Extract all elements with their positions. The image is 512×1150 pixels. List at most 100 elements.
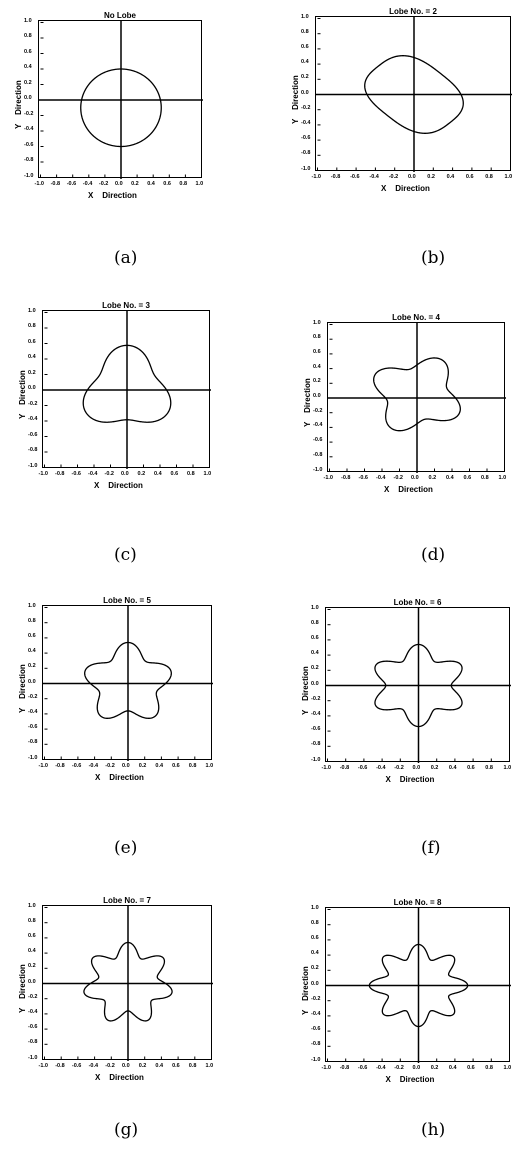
x-tick-label: -1.0 [321,1065,331,1071]
x-tick-label: -0.4 [376,765,386,771]
x-tick-label: 0.2 [137,471,146,477]
y-tick-label: 0.4 [311,650,319,657]
x-tick-label: -0.8 [55,1063,65,1069]
y-tick-label: 1.0 [28,602,36,609]
panel-caption: (a) [114,248,138,268]
x-tick-label: 1.0 [498,475,507,481]
plot-title: Lobe No. = 5 [100,596,154,605]
x-tick-label: -0.4 [88,763,99,769]
x-tick-label: -0.4 [376,1065,386,1071]
y-tick-label: 0.8 [311,619,319,626]
plot-frame-e [42,605,213,761]
y-tick-label: 0.4 [311,950,319,957]
y-tick-label: -0.6 [311,726,321,733]
y-axis-label: Y Direction [18,370,27,419]
x-tick-label: 1.0 [195,181,204,187]
x-axis-label: X Direction [88,191,137,200]
x-tick-label: 0.8 [485,174,493,180]
x-tick-label: -0.2 [105,1063,115,1069]
y-tick-label: 1.0 [28,307,36,314]
y-tick-label: -0.6 [311,1026,321,1033]
x-tick-label: -1.0 [34,181,44,187]
x-tick-label: -0.6 [66,181,77,187]
x-tick-label: 0.2 [131,181,139,187]
x-tick-label: 0.2 [138,1063,147,1069]
x-tick-label: -0.8 [55,763,65,769]
x-tick-label: 1.0 [203,471,212,477]
x-axis-label: X Direction [385,775,435,784]
x-tick-label: -0.2 [98,181,109,187]
y-tick-label: -1.0 [28,754,38,761]
x-axis-label: X Direction [94,481,143,490]
y-tick-label: -0.2 [311,695,321,702]
panel-caption: (h) [421,1120,446,1140]
y-tick-label: -0.8 [28,1039,38,1046]
x-tick-label: 0.0 [122,763,130,769]
x-tick-label: -0.2 [105,763,115,769]
plot-title: Lobe No. = 4 [389,313,443,322]
x-tick-label: 0.0 [121,471,129,477]
plot-title: Lobe No. = 3 [99,301,153,310]
plot-frame-c [42,310,211,469]
y-tick-label: -0.6 [28,1024,38,1031]
y-axis-label: Y Direction [301,965,310,1015]
y-tick-label: -0.2 [311,995,321,1002]
x-tick-label: 0.2 [430,765,439,771]
x-tick-label: -0.6 [350,174,360,180]
plot-frame-h [325,907,511,1063]
y-tick-label: -0.8 [313,451,323,458]
y-tick-label: 0.0 [28,385,36,391]
plot-frame-g [42,905,213,1061]
y-tick-label: 0.2 [28,663,36,670]
lobe-curve-a [80,68,162,148]
y-axis-label: Y Direction [14,80,23,129]
x-tick-label: 0.4 [154,471,162,477]
y-tick-label: -0.8 [24,157,34,163]
y-tick-label: 0.0 [28,978,36,985]
x-axis-label: X Direction [385,1075,435,1084]
plot-svg-f [326,608,511,763]
y-tick-label: -1.0 [311,1056,321,1063]
plot-title: Lobe No. = 6 [390,598,445,607]
plot-svg-d [328,323,506,473]
y-axis-label: Y Direction [18,963,27,1013]
x-tick-label: -1.0 [38,471,48,477]
x-tick-label: 0.0 [412,1065,421,1071]
x-tick-label: 0.6 [172,1063,180,1069]
plot-title: No Lobe [101,11,139,20]
x-tick-label: -0.4 [369,174,379,180]
y-tick-label: 0.2 [24,79,32,86]
x-tick-label: -1.0 [311,174,321,180]
y-tick-label: -0.4 [311,1010,321,1017]
y-tick-label: 0.0 [28,678,36,685]
x-tick-label: 0.0 [115,181,123,187]
x-tick-label: -1.0 [321,765,331,771]
y-tick-label: 0.4 [28,648,36,655]
panel-caption: (f) [421,838,441,858]
x-tick-label: -0.4 [376,475,386,481]
x-tick-label: 0.4 [448,1065,457,1071]
y-tick-label: -0.4 [28,1008,38,1015]
x-tick-label: -0.8 [55,471,65,477]
x-tick-label: 0.0 [408,174,416,180]
x-tick-label: 0.8 [188,1063,197,1069]
x-tick-label: -1.0 [38,763,48,769]
x-tick-label: -0.8 [50,181,61,187]
plot-frame-b [315,16,512,172]
y-tick-label: 0.8 [24,33,32,39]
x-tick-label: 0.8 [481,475,489,481]
x-tick-label: -0.2 [104,471,114,477]
lobe-curve-d [373,357,461,432]
x-tick-label: -0.8 [339,765,350,771]
y-axis-label: Y Direction [301,665,310,715]
y-tick-label: 0.4 [28,354,36,360]
plot-title: Lobe No. = 2 [386,7,440,16]
plot-svg-e [43,606,213,761]
y-tick-label: 0.8 [313,334,321,341]
y-tick-label: 1.0 [301,13,309,20]
x-axis-label: X Direction [384,485,433,494]
y-tick-label: -0.4 [301,119,311,126]
lobe-curve-e [84,641,172,719]
y-tick-label: -1.0 [301,165,311,172]
x-tick-label: 0.4 [446,174,455,180]
